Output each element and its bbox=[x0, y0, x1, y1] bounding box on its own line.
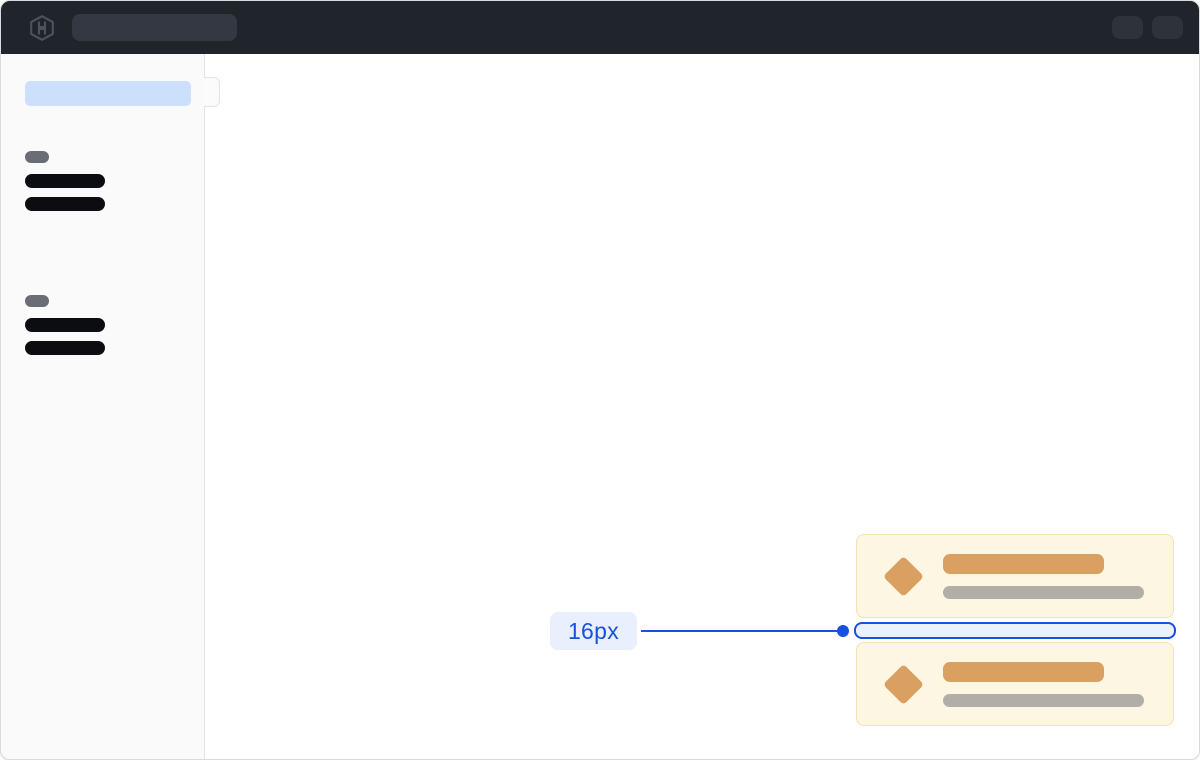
spacing-label: 16px bbox=[550, 612, 637, 650]
section-label-skeleton bbox=[25, 295, 49, 307]
topbar-action-skeleton[interactable] bbox=[1112, 16, 1143, 39]
sidebar bbox=[1, 54, 205, 759]
spacing-highlight bbox=[854, 622, 1176, 639]
sidebar-nav bbox=[25, 151, 105, 355]
sidebar-item-skeleton[interactable] bbox=[25, 341, 105, 355]
topbar-action-skeleton[interactable] bbox=[1152, 16, 1183, 39]
sidebar-section bbox=[25, 295, 105, 355]
card-title-skeleton bbox=[943, 661, 1104, 682]
diamond-icon bbox=[882, 663, 925, 705]
hashicorp-logo-icon bbox=[29, 14, 55, 42]
sidebar-active-item-skeleton[interactable] bbox=[25, 81, 191, 106]
spacing-label-text: 16px bbox=[567, 617, 620, 644]
search-input-skeleton[interactable] bbox=[72, 14, 237, 41]
sidebar-item-skeleton[interactable] bbox=[25, 197, 105, 211]
annotation-line bbox=[641, 630, 841, 632]
sidebar-item-skeleton[interactable] bbox=[25, 318, 105, 332]
card-subtitle-skeleton bbox=[943, 585, 1144, 599]
card-stack bbox=[856, 534, 1174, 726]
topbar bbox=[1, 1, 1199, 54]
diamond-icon bbox=[882, 555, 925, 597]
card-lines bbox=[943, 661, 1144, 707]
card-title-skeleton bbox=[943, 553, 1104, 574]
card-subtitle-skeleton bbox=[943, 693, 1144, 707]
sidebar-item-skeleton[interactable] bbox=[25, 174, 105, 188]
section-label-skeleton bbox=[25, 151, 49, 163]
sidebar-toggle-handle[interactable] bbox=[204, 77, 220, 107]
annotation-dot bbox=[837, 625, 849, 637]
sidebar-section bbox=[25, 151, 105, 211]
card-skeleton bbox=[856, 642, 1174, 726]
card-skeleton bbox=[856, 534, 1174, 618]
main-content: 16px bbox=[205, 54, 1199, 759]
card-lines bbox=[943, 553, 1144, 599]
